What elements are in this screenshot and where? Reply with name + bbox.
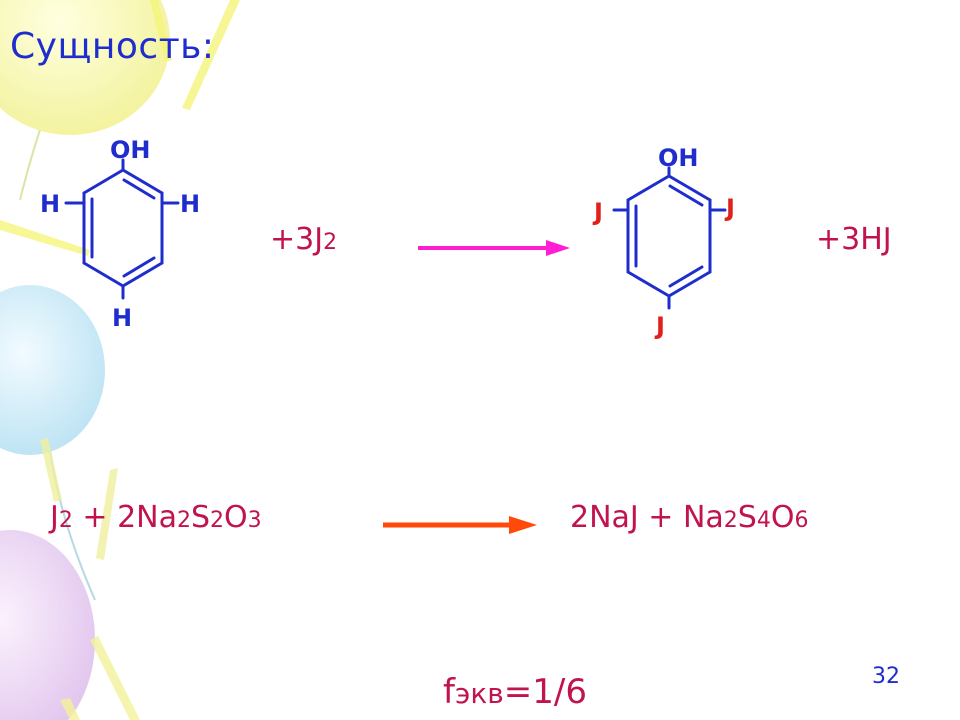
iodine-left-label: J xyxy=(592,198,603,226)
phenol-structure: OH H H H xyxy=(40,136,200,332)
hydrogen-bottom-label: H xyxy=(112,304,132,332)
hydroxyl-label: OH xyxy=(110,136,151,164)
iodine-bottom-label: J xyxy=(654,312,665,340)
sparkle-rays xyxy=(0,0,240,720)
equivalence-factor: fэкв=1/6 xyxy=(443,672,587,712)
slide-number: 32 xyxy=(872,664,900,689)
purple-balloon xyxy=(0,530,95,720)
tetrathionate-products: 2NaJ + Na2S4O6 xyxy=(570,500,809,535)
reaction-arrow-2 xyxy=(383,516,537,534)
reaction-arrow-1 xyxy=(418,240,570,256)
iodine-right-label: J xyxy=(724,194,735,222)
triiodophenol-structure: OH J J J xyxy=(592,144,735,340)
hydrogen-left-label: H xyxy=(40,190,60,218)
hydroiodic-acid-byproduct: +3HJ xyxy=(816,222,892,257)
thiosulfate-reactants: J2 + 2Na2S2O3 xyxy=(50,500,262,535)
hydrogen-right-label: H xyxy=(180,190,200,218)
iodine-reagent: +3J2 xyxy=(270,222,338,257)
page-title: Сущность: xyxy=(10,26,215,67)
yellow-balloon xyxy=(0,0,170,201)
hydroxyl-label: OH xyxy=(658,144,699,172)
